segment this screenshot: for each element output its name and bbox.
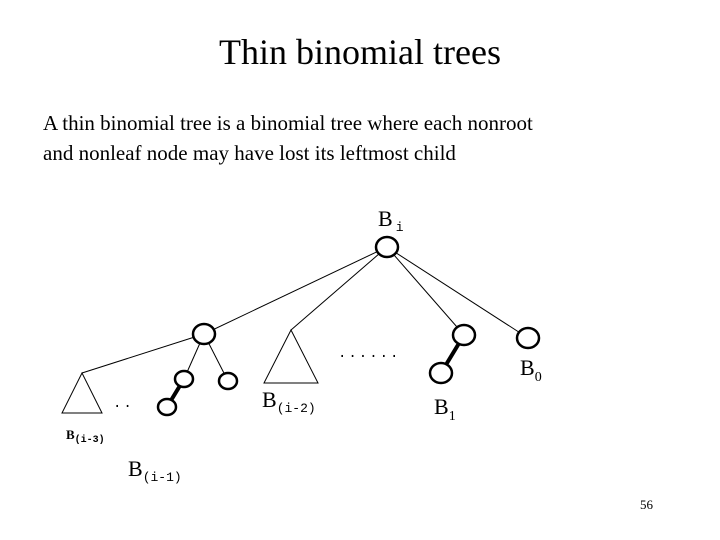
ellipsis-middle: ......: [338, 346, 401, 362]
subtree-triangle-b-i-3: [61, 371, 103, 414]
edge-root-to-b0: [386, 246, 529, 339]
body-line-2: and nonleaf node may have lost its leftm…: [43, 141, 456, 165]
slide-title: Thin binomial trees: [219, 32, 501, 72]
b1-node-top: [451, 323, 477, 347]
edge-root-to-subtree-left: [203, 246, 388, 335]
label-b-i-3: B(i-3): [66, 427, 105, 446]
chain-node-bottom: [156, 397, 178, 417]
chain-node-top: [173, 369, 195, 389]
b0-node: [515, 326, 541, 350]
leaf-node: [217, 371, 239, 391]
slide-body: A thin binomial tree is a binomial tree …: [43, 108, 663, 168]
body-line-1: A thin binomial tree is a binomial tree …: [43, 111, 533, 135]
label-b-i-2: B(i-2): [262, 387, 316, 416]
edge-root-to-b1: [386, 246, 465, 336]
label-b1: B1: [434, 394, 456, 424]
label-b0: B0: [520, 355, 542, 385]
b1-node-bottom: [428, 361, 454, 385]
ellipsis-left: ..: [113, 396, 134, 412]
subtree-root-node: [191, 322, 217, 346]
label-b-i-1: B(i-1): [128, 456, 182, 485]
subtree-triangle-b-i-2: [263, 328, 319, 384]
root-node: [374, 235, 400, 259]
edge-root-to-subtree-mid: [290, 246, 388, 331]
page-number: 56: [640, 497, 653, 512]
edge-left-to-triangle: [81, 333, 205, 374]
